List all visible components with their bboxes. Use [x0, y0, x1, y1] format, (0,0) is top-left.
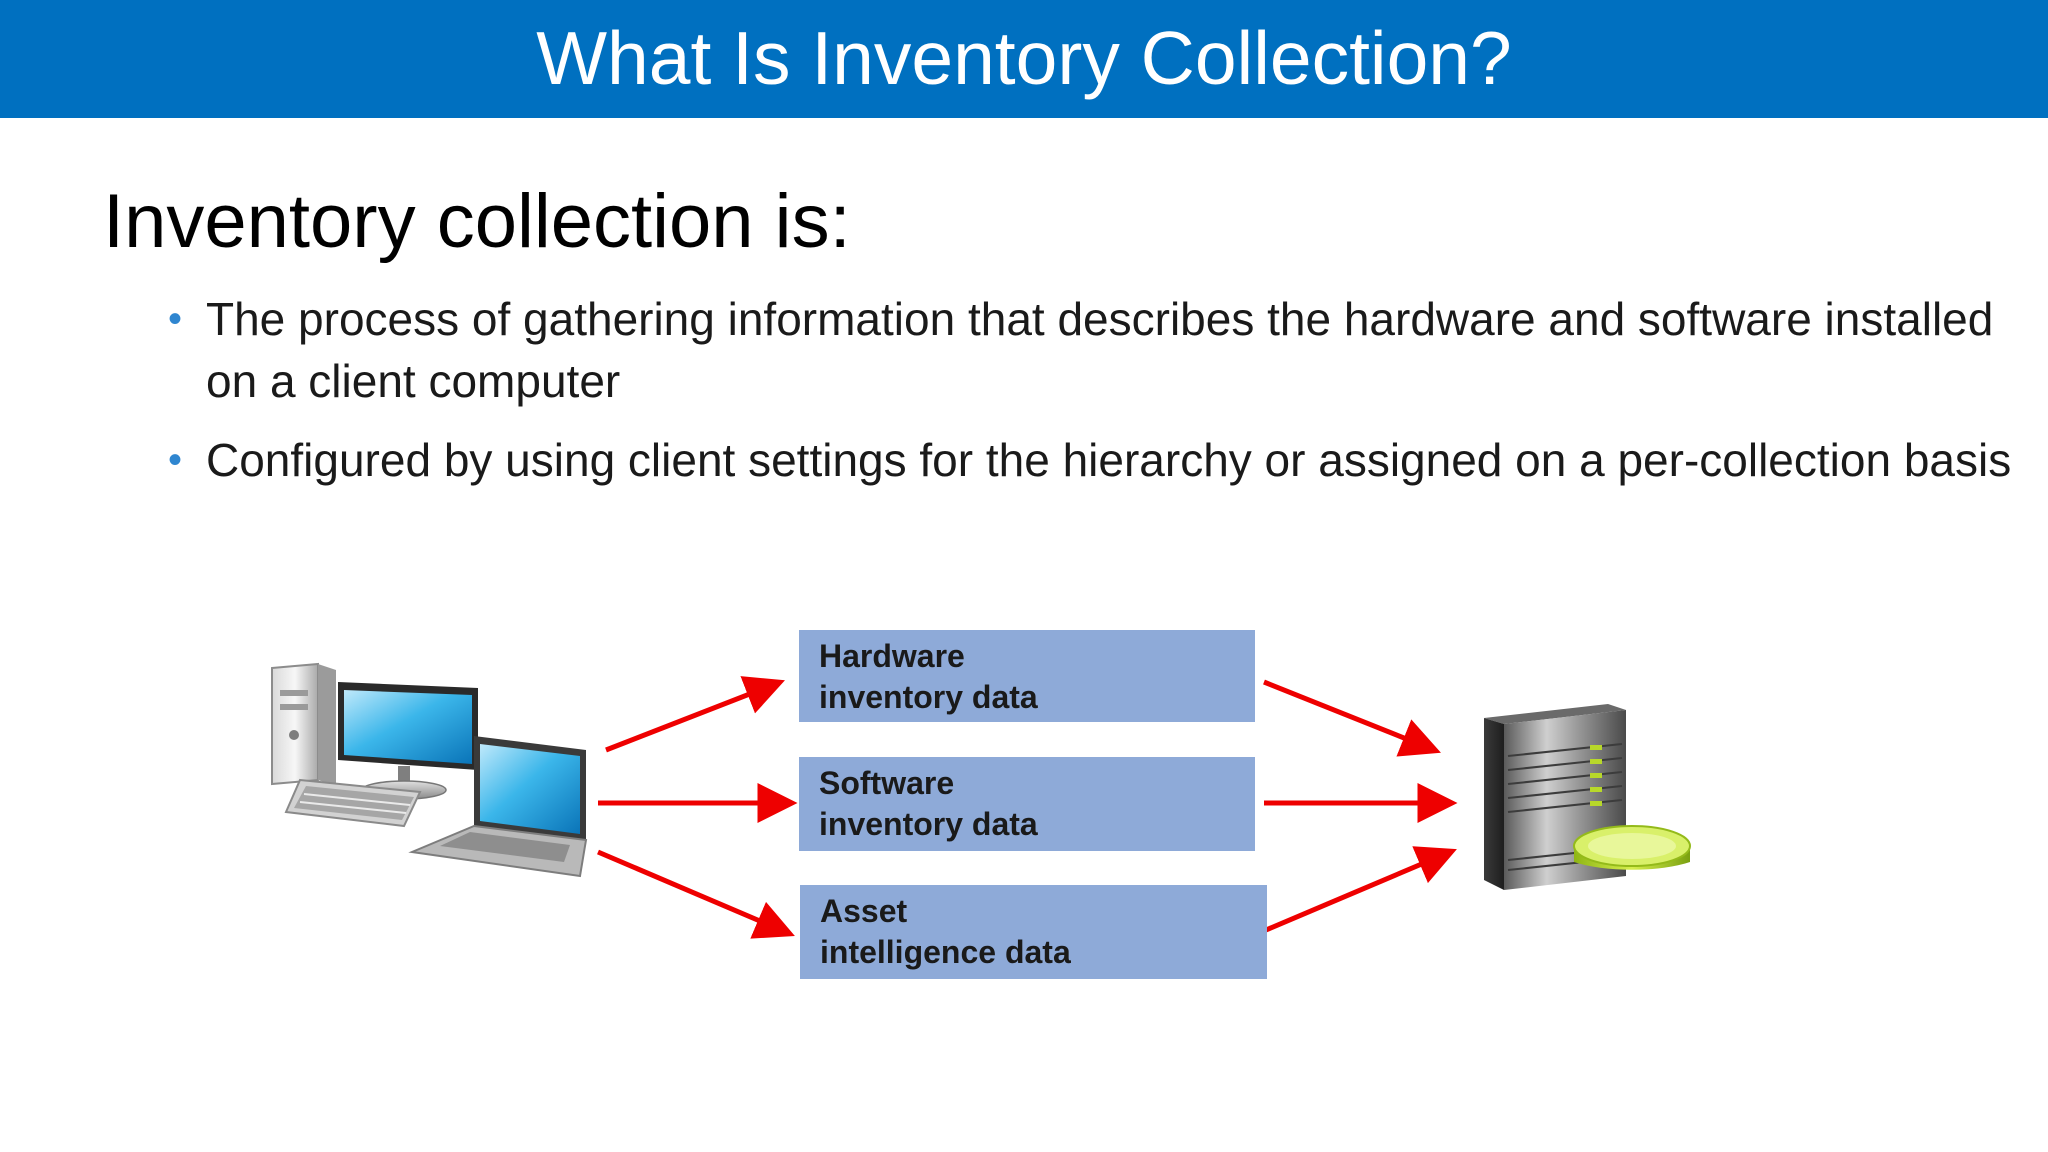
box-label-line1: Software: [819, 765, 955, 801]
laptop-icon: [408, 736, 588, 878]
arrow-from-hardware: [1263, 679, 1441, 757]
bullet-text: Configured by using client settings for …: [206, 434, 2012, 486]
box-label-line2: inventory data: [819, 679, 1038, 715]
bullet-text: The process of gathering information tha…: [206, 293, 1994, 407]
title-bar: What Is Inventory Collection?: [0, 0, 2048, 118]
bullet-dot-icon: •: [168, 297, 183, 341]
arrow-group-right: [1263, 679, 1458, 933]
hardware-inventory-box: Hardware inventory data: [799, 630, 1255, 722]
software-inventory-box: Software inventory data: [799, 757, 1255, 851]
asset-intelligence-box: Asset intelligence data: [800, 885, 1267, 979]
slide-subtitle: Inventory collection is:: [103, 179, 851, 264]
arrow-group-left: [597, 676, 798, 939]
box-label-line1: Asset: [820, 893, 908, 929]
desktop-tower-icon: [271, 662, 336, 786]
box-label-line2: intelligence data: [820, 934, 1071, 970]
slide-title: What Is Inventory Collection?: [536, 15, 1512, 100]
database-icon: [1573, 825, 1691, 870]
box-label-line1: Hardware: [819, 638, 965, 674]
bullet-item: • The process of gathering information t…: [160, 288, 2020, 412]
bullet-list: • The process of gathering information t…: [160, 288, 2020, 508]
bullet-dot-icon: •: [168, 438, 183, 482]
keyboard-icon: [284, 778, 422, 828]
arrow-to-hardware: [605, 676, 785, 753]
server-database-icon: [1484, 704, 1691, 890]
bullet-item: • Configured by using client settings fo…: [160, 429, 2020, 491]
box-label-line2: inventory data: [819, 806, 1038, 842]
arrow-to-asset: [597, 849, 795, 939]
arrow-from-asset: [1265, 846, 1457, 933]
client-computers-icon: [271, 662, 588, 878]
monitor-icon: [338, 682, 478, 800]
